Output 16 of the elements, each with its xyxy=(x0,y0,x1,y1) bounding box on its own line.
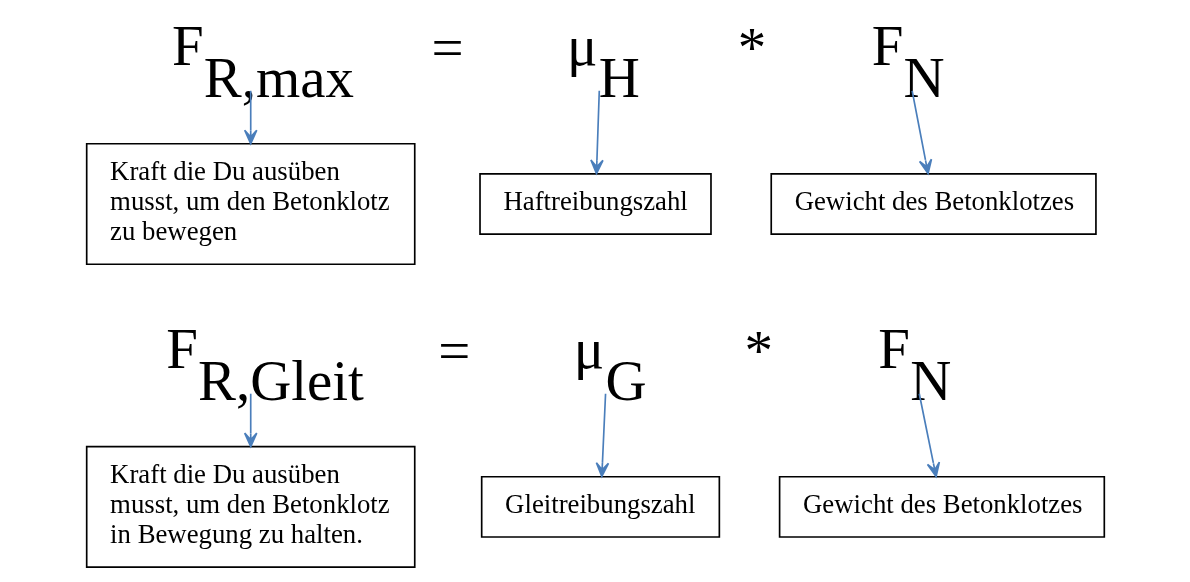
label: * xyxy=(737,16,766,80)
node-box: Gewicht des Betonklotzes xyxy=(778,475,1105,538)
arrow xyxy=(243,392,258,448)
arrow xyxy=(589,89,604,175)
node-box: Gewicht des Betonklotzes xyxy=(769,173,1097,235)
arrow xyxy=(243,89,258,145)
arrow xyxy=(917,392,940,478)
node-box: Kraft die Du ausüben musst, um den Betonklotz in Bewegung zu halten. xyxy=(85,445,416,568)
node-box: Gleitreibungszahl xyxy=(480,475,720,538)
label: * xyxy=(743,319,773,382)
node-box: Kraft die Du ausüben musst, um den Betonklotz zu bewegen xyxy=(85,142,416,266)
label: = xyxy=(430,16,464,80)
node-box: Haftreibungszahl xyxy=(478,173,712,235)
arrow xyxy=(595,392,609,478)
label: = xyxy=(437,319,470,382)
arrow xyxy=(910,89,932,175)
